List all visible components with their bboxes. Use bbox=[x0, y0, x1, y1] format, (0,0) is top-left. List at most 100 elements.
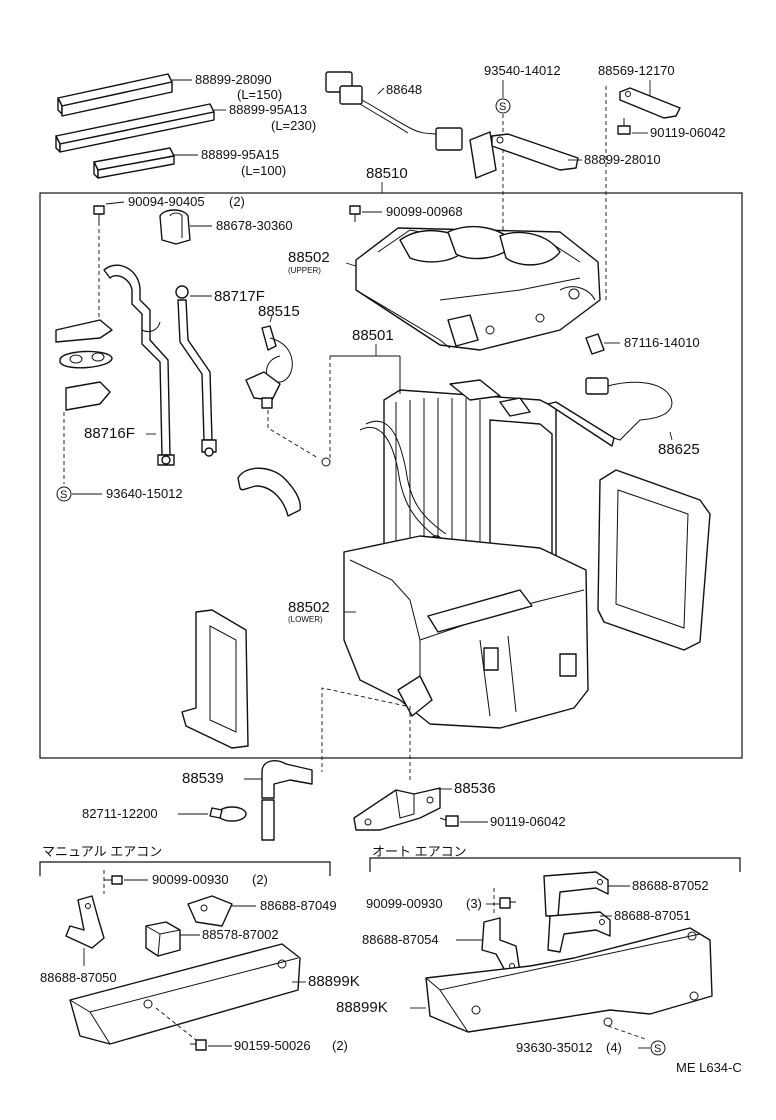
bracket-manual-a bbox=[187, 895, 233, 927]
seal-strip-100 bbox=[93, 147, 175, 179]
label-bracket-auto-b: 88688-87051 bbox=[614, 908, 691, 923]
label-tube-717f: 88717F bbox=[214, 288, 265, 305]
label-clamp: 88678-30360 bbox=[216, 218, 293, 233]
label-case-upper: 88502 bbox=[288, 249, 330, 266]
label-screw-auto-qty: (3) bbox=[466, 896, 482, 911]
sensor-location-mark bbox=[321, 457, 331, 467]
label-seal-150-len: (L=150) bbox=[237, 87, 282, 102]
label-seal-100-part: 88899-95A15 bbox=[201, 147, 279, 162]
block-manual bbox=[145, 921, 181, 957]
label-screw-clamp: 90094-90405 bbox=[128, 194, 205, 209]
label-seal-100-len: (L=100) bbox=[241, 163, 286, 178]
screw-clamp bbox=[93, 205, 105, 222]
label-seal-150-part: 88899-28090 bbox=[195, 72, 272, 87]
clamp-ring bbox=[209, 806, 247, 822]
case-lower bbox=[343, 535, 589, 729]
label-bracket-auto-c: 88688-87054 bbox=[362, 932, 439, 947]
label-clamp-ring: 82711-12200 bbox=[82, 806, 158, 821]
label-drain-hose: 88539 bbox=[182, 770, 224, 787]
label-evaporator: 88501 bbox=[352, 327, 394, 344]
label-screw-auto-bottom: 93630-35012 bbox=[516, 1040, 593, 1055]
plate-top bbox=[491, 133, 579, 171]
label-case-lower: 88502 bbox=[288, 599, 330, 616]
label-screw-auto-bottom-qty: (4) bbox=[606, 1040, 622, 1055]
label-screw-manual-qty: (2) bbox=[252, 872, 268, 887]
label-bracket-drain: 88536 bbox=[454, 780, 496, 797]
screw-case bbox=[349, 205, 361, 222]
clamp bbox=[159, 209, 191, 245]
evaporator bbox=[359, 379, 557, 581]
screw-manual bbox=[104, 875, 123, 885]
label-screw-manual-bottom-qty: (2) bbox=[332, 1038, 348, 1053]
bracket-top-right bbox=[619, 87, 681, 119]
section-bracket-manual bbox=[39, 861, 331, 876]
tube-716f bbox=[103, 264, 175, 466]
hose-elbow bbox=[237, 467, 301, 517]
label-sensor: 88515 bbox=[258, 303, 300, 320]
label-case-assy: 88510 bbox=[366, 165, 408, 182]
leader-screw-clamp bbox=[105, 201, 125, 205]
label-cover-manual: 88899K bbox=[308, 973, 360, 990]
leader-case-upper bbox=[345, 262, 357, 267]
label-bolt-drain: 90119-06042 bbox=[490, 814, 566, 829]
bracket-drain bbox=[353, 787, 441, 831]
label-case-upper-sub: (UPPER) bbox=[288, 266, 321, 275]
label-thermistor: 88625 bbox=[658, 441, 700, 458]
label-bracket-manual-b: 88688-87050 bbox=[40, 970, 117, 985]
bracket-manual-b bbox=[65, 895, 105, 949]
drain-hose bbox=[261, 760, 313, 841]
label-bracket-auto-a: 88688-87052 bbox=[632, 878, 709, 893]
gasket-frame-left bbox=[181, 609, 249, 749]
section-title-manual: マニュアル エアコン bbox=[42, 844, 162, 859]
thermistor bbox=[547, 377, 673, 447]
leader-thermistor bbox=[669, 431, 673, 441]
svg-text:S: S bbox=[60, 489, 67, 501]
label-block-manual: 88578-87002 bbox=[202, 927, 279, 942]
standard-part-mark-left bbox=[56, 486, 72, 502]
label-plate-top: 88899-28010 bbox=[584, 152, 661, 167]
leader-harness bbox=[377, 87, 385, 95]
label-case-lower-sub: (LOWER) bbox=[288, 615, 323, 624]
label-clip: 87116-14010 bbox=[624, 335, 700, 350]
label-seal-screw: 93640-15012 bbox=[106, 486, 183, 501]
drawing-code: ME L634-C bbox=[676, 1060, 742, 1075]
label-tube-716f: 88716F bbox=[84, 425, 135, 442]
label-screw-clamp-qty: (2) bbox=[229, 194, 245, 209]
wire-harness bbox=[325, 71, 497, 179]
dash-line-drain bbox=[321, 687, 407, 772]
label-cover-auto: 88899K bbox=[336, 999, 388, 1016]
pipe-clamp-parts bbox=[55, 319, 113, 411]
seal-strip-150 bbox=[57, 73, 173, 117]
standard-part-mark-top bbox=[495, 98, 511, 114]
label-bolt-top-right: 90119-06042 bbox=[650, 125, 726, 140]
svg-text:S: S bbox=[499, 101, 506, 113]
bolt-top-right bbox=[617, 118, 631, 135]
label-screw-manual: 90099-00930 bbox=[152, 872, 229, 887]
label-screw-auto: 90099-00930 bbox=[366, 896, 443, 911]
label-harness: 88648 bbox=[386, 82, 422, 97]
bracket-auto-a bbox=[543, 871, 609, 917]
cover-auto bbox=[425, 927, 713, 1033]
cover-manual bbox=[69, 943, 301, 1045]
case-upper bbox=[355, 225, 601, 351]
leader-sensor bbox=[269, 315, 273, 323]
screw-auto bbox=[499, 897, 516, 909]
clip bbox=[585, 333, 605, 355]
label-screw-manual-bottom: 90159-50026 bbox=[234, 1038, 311, 1053]
screw-manual-bottom bbox=[190, 1039, 207, 1051]
dash-line-sensor bbox=[267, 410, 319, 459]
label-seal-230-part: 88899-95A13 bbox=[229, 102, 307, 117]
svg-text:S: S bbox=[654, 1043, 661, 1055]
case-assembly-frame bbox=[39, 192, 743, 759]
section-bracket-auto bbox=[369, 857, 741, 872]
standard-part-mark-bottom bbox=[650, 1040, 666, 1056]
label-seal-230-len: (L=230) bbox=[271, 118, 316, 133]
bracket-auto-b bbox=[547, 911, 611, 953]
label-screw-case: 90099-00968 bbox=[386, 204, 463, 219]
label-bracket-manual-a: 88688-87049 bbox=[260, 898, 337, 913]
sensor bbox=[245, 325, 293, 409]
gasket-frame-right bbox=[597, 469, 711, 651]
bolt-drain bbox=[439, 815, 459, 827]
label-bracket-top-right: 88569-12170 bbox=[598, 63, 675, 78]
